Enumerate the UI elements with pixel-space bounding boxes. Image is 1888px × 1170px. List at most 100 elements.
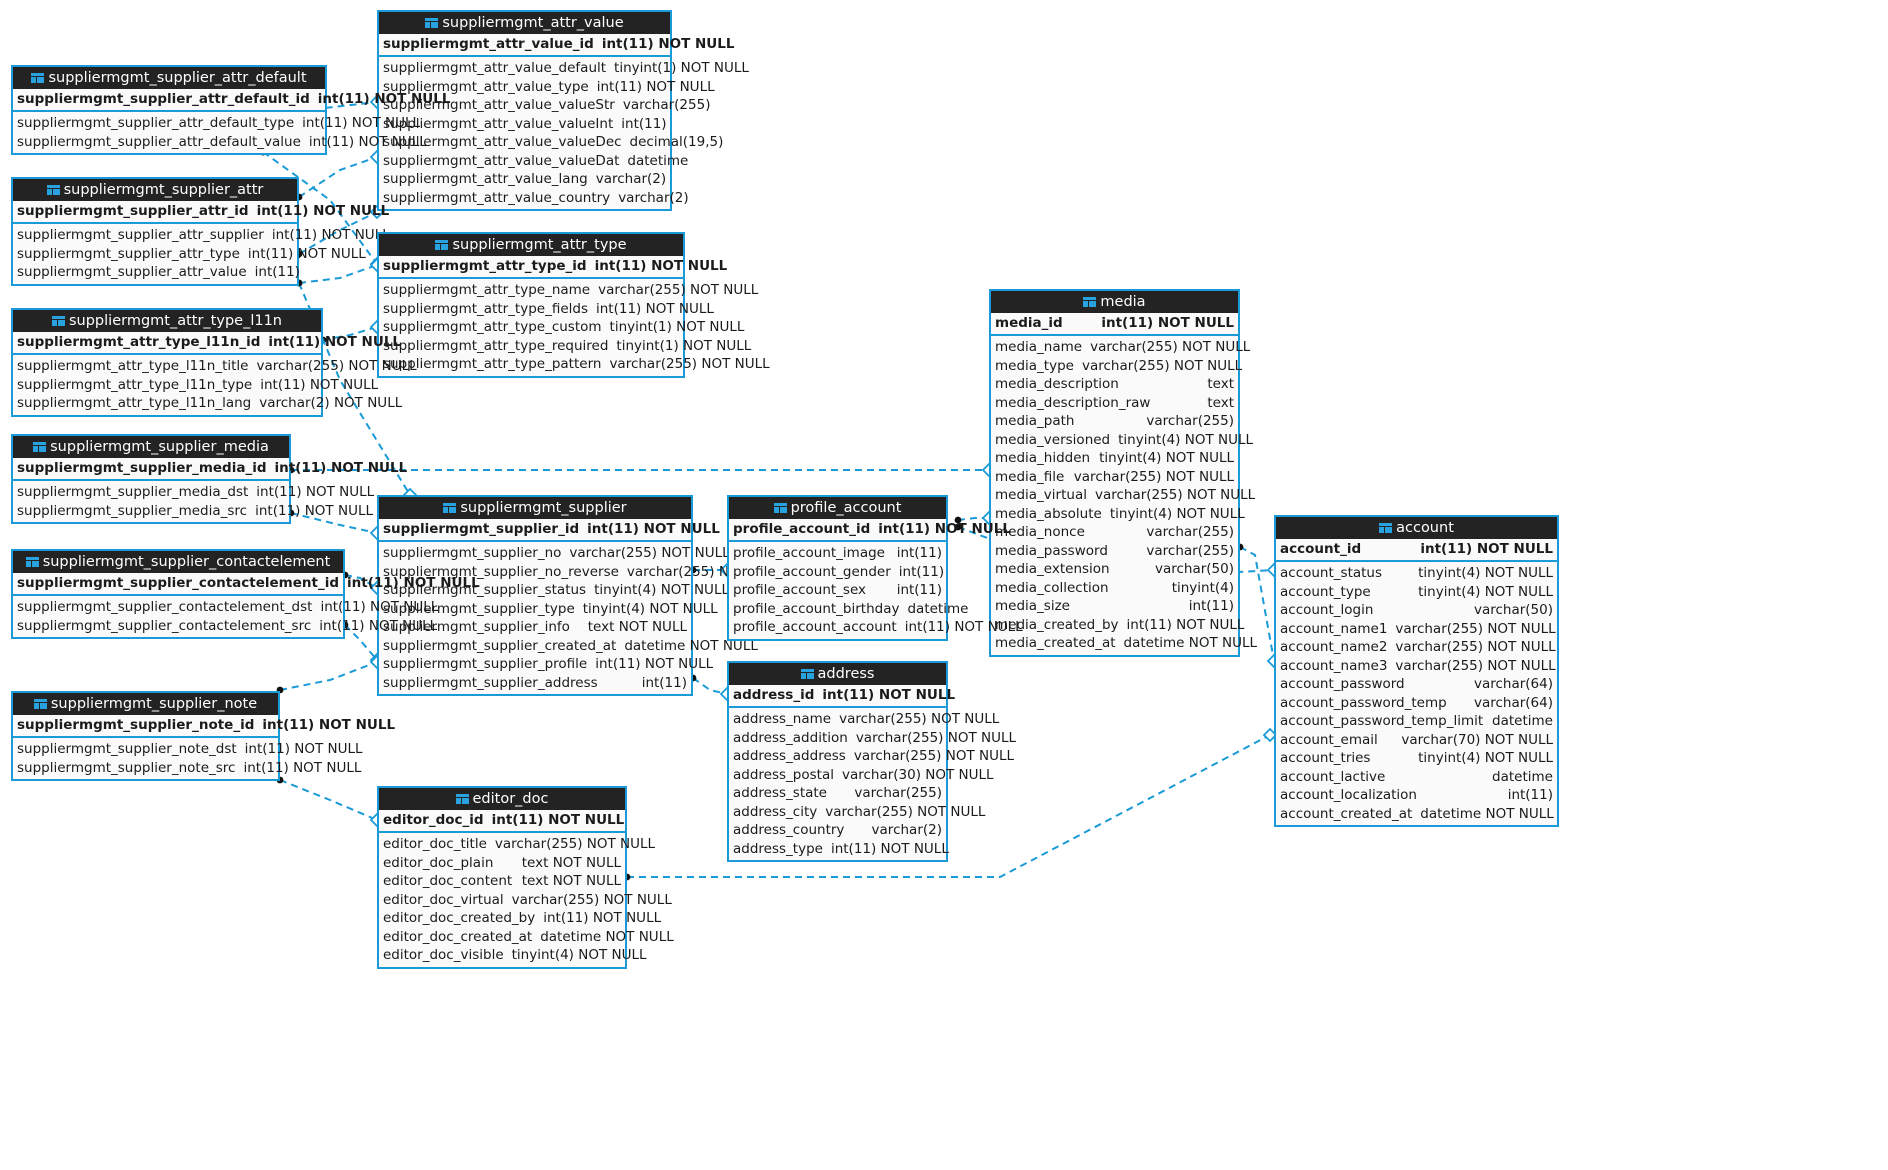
column-row[interactable]: suppliermgmt_supplier_attr_default_value…	[13, 132, 427, 151]
column-row[interactable]: suppliermgmt_supplier_contactelement_dst…	[13, 598, 438, 617]
column-row[interactable]: suppliermgmt_supplier_contactelement_src…	[13, 616, 437, 635]
